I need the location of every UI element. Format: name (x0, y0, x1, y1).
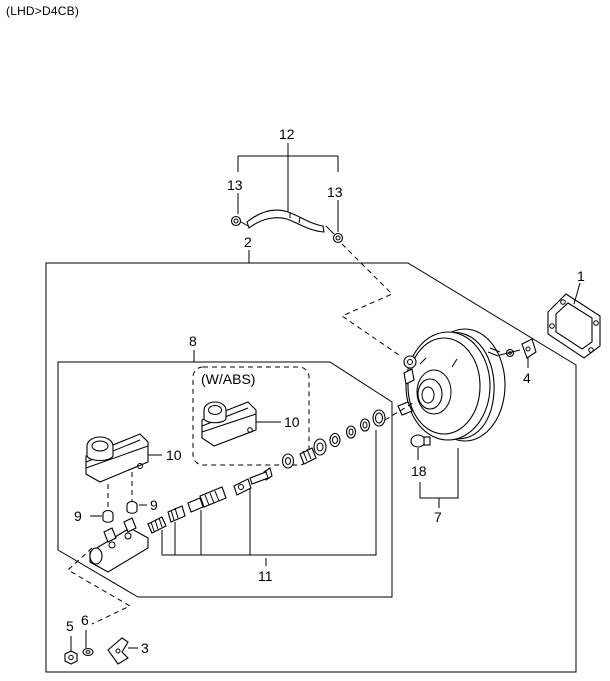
callout-9-left: 9 (74, 508, 82, 524)
seal-ring-b (359, 418, 371, 432)
vacuum-hose-12 (246, 209, 325, 233)
assembly-frame-2 (45, 262, 577, 673)
clevis-4 (505, 338, 537, 359)
grommet-9-left (102, 509, 114, 523)
callout-13-left: 13 (227, 177, 243, 193)
fluid-reservoir-10 (85, 433, 149, 483)
diagram-code-header: (LHD>D4CB) (6, 4, 80, 18)
piston-spring-secondary (299, 447, 317, 465)
callout-11: 11 (258, 568, 273, 584)
hose-clamp-13-right (332, 232, 344, 244)
cup-seal-3 (281, 453, 295, 469)
callout-bracket-11 (161, 430, 377, 566)
callout-4: 4 (523, 370, 531, 386)
callout-18: 18 (411, 463, 427, 479)
cup-seal-1 (329, 432, 341, 448)
piston-stop-pin (249, 467, 273, 485)
washer-6 (82, 647, 94, 657)
callout-6: 6 (81, 612, 89, 628)
seal-ring-c (345, 425, 357, 439)
booster-gasket-1 (547, 293, 601, 359)
hose-clamp-13-left (230, 215, 242, 227)
cup-seal-2 (313, 438, 327, 456)
brake-booster-7 (397, 328, 506, 442)
callout-9-right: 9 (150, 497, 158, 513)
callout-7: 7 (434, 509, 442, 525)
callout-13-right: 13 (327, 184, 343, 200)
abs-variant-label: (W/ABS) (201, 371, 255, 387)
secondary-piston (187, 486, 227, 513)
callout-1: 1 (577, 268, 585, 284)
callout-5: 5 (66, 618, 74, 634)
callout-bracket-12 (237, 143, 339, 212)
bracket-3 (107, 637, 129, 665)
seal-ring-a (372, 409, 386, 427)
nut-5 (64, 650, 78, 665)
check-valve-18 (410, 434, 431, 448)
callout-3: 3 (141, 640, 149, 656)
primary-piston (233, 478, 252, 496)
callout-2: 2 (244, 234, 252, 250)
abs-variant-box (192, 366, 310, 466)
master-cylinder-body (89, 517, 149, 573)
callout-8: 8 (189, 333, 197, 349)
fluid-reservoir-10-abs (201, 401, 257, 447)
callout-10-base: 10 (166, 447, 182, 463)
callout-10-abs: 10 (284, 414, 300, 430)
assembly-frame-8 (57, 361, 393, 598)
secondary-spring (147, 516, 167, 534)
grommet-9-right (126, 500, 138, 514)
callout-12: 12 (279, 126, 295, 142)
callout-bracket-7 (419, 448, 459, 508)
return-spring (167, 505, 186, 523)
